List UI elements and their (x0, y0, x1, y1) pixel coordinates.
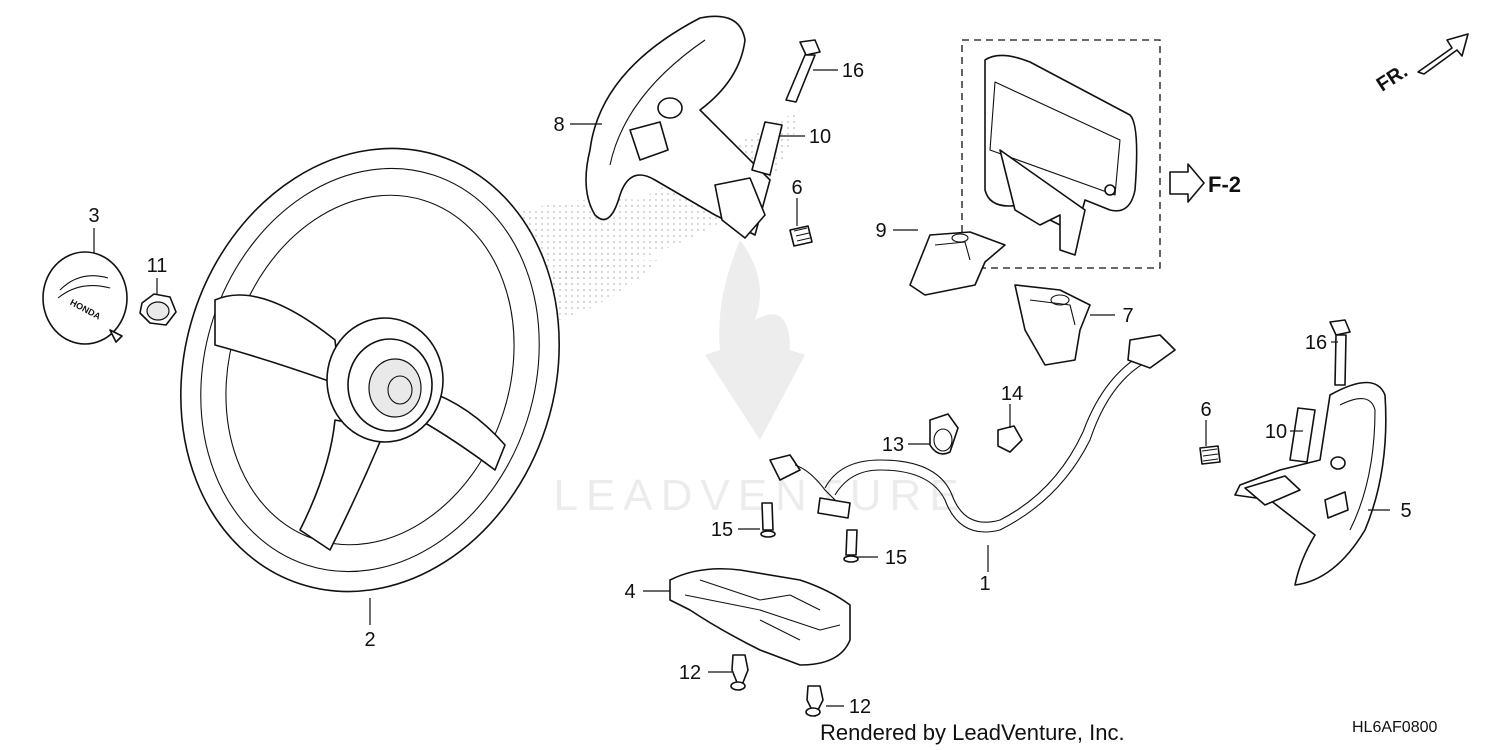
left-switch-assembly (909, 231, 1006, 296)
left-paddle-shifter (585, 15, 771, 239)
push-clip-right (805, 685, 824, 717)
wire-harness (769, 334, 1176, 533)
callout-3: 3 (88, 205, 99, 227)
harness-clip-small (997, 425, 1023, 453)
harness-clip (929, 413, 959, 455)
spring-right (1199, 445, 1221, 465)
callout-13: 13 (882, 434, 904, 456)
callout-2: 2 (364, 629, 375, 651)
callout-5: 5 (1400, 500, 1411, 522)
screw-left (760, 502, 776, 538)
right-switch-assembly (1014, 284, 1091, 366)
bolt-right (1329, 319, 1351, 386)
callout-6-top: 6 (791, 177, 802, 199)
f2-reference-label: F-2 (1208, 172, 1241, 197)
callout-4: 4 (624, 581, 635, 603)
steering-wheel (180, 147, 560, 593)
callout-12-left: 12 (679, 662, 701, 684)
spring-top (789, 225, 813, 247)
callout-15-left: 15 (711, 519, 733, 541)
right-paddle-shifter (1234, 381, 1387, 586)
callout-10-top: 10 (809, 126, 831, 148)
callout-labels: 1 2 3 4 5 6 6 7 8 9 10 10 11 12 12 13 14… (88, 60, 1411, 718)
callout-8: 8 (553, 114, 564, 136)
callout-15-right: 15 (885, 547, 907, 569)
callout-1: 1 (979, 573, 990, 595)
callout-16-right: 16 (1305, 332, 1327, 354)
callout-10-right: 10 (1265, 421, 1287, 443)
leadventure-logo-watermark: LEADVENTURE (553, 240, 966, 520)
callout-6-right: 6 (1200, 399, 1211, 421)
horn-emblem-cap: HONDA (42, 251, 128, 345)
lower-cover (669, 567, 851, 666)
spacer-right (1289, 407, 1316, 463)
callout-11: 11 (147, 255, 168, 277)
callout-7: 7 (1122, 305, 1133, 327)
f2-reference-arrow: F-2 (1169, 163, 1241, 203)
leader-lines (93, 69, 1390, 707)
bolt-top (785, 39, 821, 103)
meter-reference-box (961, 39, 1161, 269)
watermark-text: LEADVENTURE (553, 471, 966, 520)
spacer-top (751, 121, 783, 176)
callout-9: 9 (875, 220, 886, 242)
screw-right (843, 529, 859, 563)
callout-16-top: 16 (842, 60, 864, 82)
front-direction-indicator: FR. (1373, 33, 1469, 96)
callout-12-right: 12 (849, 696, 871, 718)
steering-nut (139, 293, 177, 326)
footer-credit: Rendered by LeadVenture, Inc. (820, 720, 1125, 745)
front-direction-label: FR. (1373, 60, 1412, 96)
callout-14: 14 (1001, 383, 1023, 405)
push-clip-left (730, 654, 749, 691)
diagram-code: HL6AF0800 (1352, 719, 1437, 736)
